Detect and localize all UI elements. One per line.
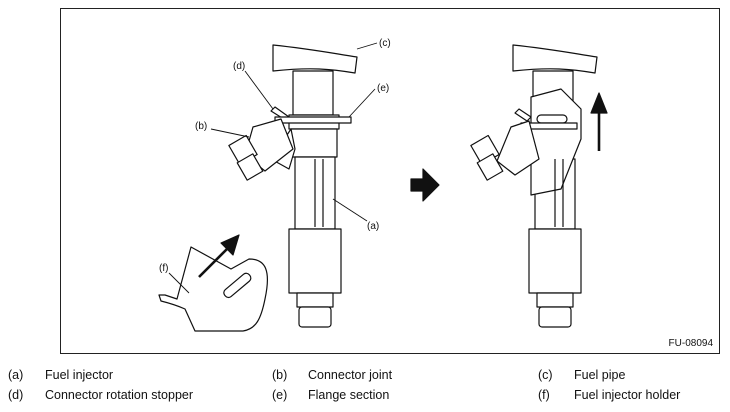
fuel-injector-left: [228, 70, 352, 328]
legend-key: (b): [272, 368, 288, 382]
legend-label: Connector joint: [308, 368, 393, 382]
callout-e: (e): [377, 83, 389, 94]
callout-b: (b): [195, 121, 207, 132]
right-arrow: [410, 168, 440, 202]
fuel-pipe-left: [272, 44, 358, 74]
callout-a: (a): [367, 221, 379, 232]
legend-key: (e): [272, 388, 288, 402]
legend-label: Connector rotation stopper: [45, 388, 194, 402]
legend-label: Fuel injector holder: [574, 388, 681, 402]
arrow-up-left: [198, 234, 240, 278]
legend: (a) Fuel injector (b) Connector joint (c…: [0, 362, 730, 412]
fuel-pipe-right: [512, 44, 598, 74]
figure-code: FU-08094: [668, 338, 713, 349]
callout-f: (f): [159, 263, 168, 274]
legend-label: Fuel injector: [45, 368, 114, 382]
diagram-frame: (c) (d) (e) (b) (a) (f) FU-08094: [60, 8, 720, 354]
legend-key: (c): [538, 368, 553, 382]
fuel-injector-right: [470, 70, 582, 328]
injector-diagram: (c) (d) (e) (b) (a) (f): [158, 38, 608, 332]
legend-key: (f): [538, 388, 550, 402]
flange-section-left: [274, 116, 352, 124]
legend-label: Fuel pipe: [574, 368, 626, 382]
legend-label: Flange section: [308, 388, 390, 402]
legend-key: (d): [8, 388, 24, 402]
arrow-up-right: [590, 92, 608, 151]
callout-c: (c): [379, 38, 391, 49]
callout-d: (d): [233, 61, 245, 72]
fuel-injector-holder-left: [158, 246, 269, 332]
legend-key: (a): [8, 368, 24, 382]
